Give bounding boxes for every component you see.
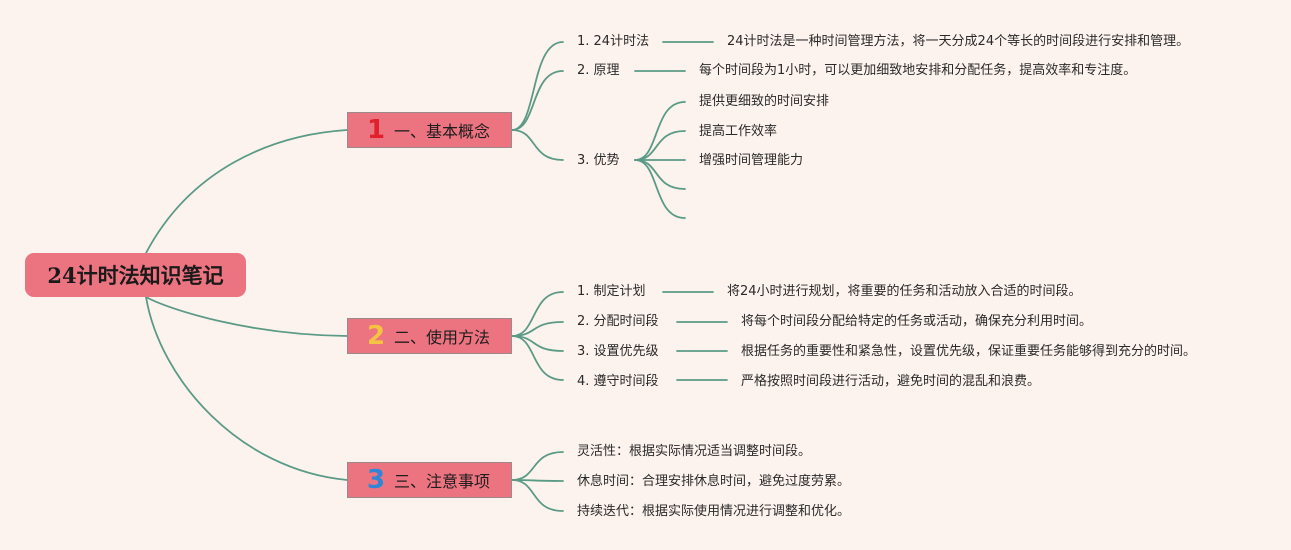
advantage-item[interactable]: 提供更细致的时间安排 xyxy=(699,94,830,109)
advantage-item[interactable]: 提高工作效率 xyxy=(699,124,778,139)
topic-set-priority[interactable]: 3. 设置优先级 xyxy=(577,344,659,359)
topic-detail: 严格按照时间段进行活动，避免时间的混乱和浪费。 xyxy=(741,374,1041,389)
number-2-icon: 2 xyxy=(366,321,386,351)
branch-link xyxy=(511,451,564,481)
branch-link xyxy=(511,70,564,131)
branch-usage-methods[interactable]: 2 二、使用方法 xyxy=(347,318,512,354)
branch-link xyxy=(511,335,564,381)
root-link-1 xyxy=(145,129,348,254)
branch-basic-concepts[interactable]: 1 一、基本概念 xyxy=(347,112,512,148)
topic-follow-time[interactable]: 4. 遵守时间段 xyxy=(577,374,659,389)
note-flexibility[interactable]: 灵活性：根据实际情况适当调整时间段。 xyxy=(577,444,812,459)
topic-detail: 每个时间段为1小时，可以更加细致地安排和分配任务，提高效率和专注度。 xyxy=(699,63,1137,78)
branch-link xyxy=(511,479,564,512)
branch-link xyxy=(511,41,564,131)
topic-make-plan[interactable]: 1. 制定计划 xyxy=(577,284,646,299)
root-node[interactable]: 24计时法知识笔记 xyxy=(25,253,246,297)
topic-detail: 根据任务的重要性和紧急性，设置优先级，保证重要任务能够得到充分的时间。 xyxy=(741,344,1197,359)
branch-label: 二、使用方法 xyxy=(394,328,491,347)
leaf-link xyxy=(634,159,686,190)
branch-notes[interactable]: 3 三、注意事项 xyxy=(347,462,512,498)
topic-detail: 将每个时间段分配给特定的任务或活动，确保充分利用时间。 xyxy=(741,314,1093,329)
branch-label: 三、注意事项 xyxy=(394,472,491,491)
note-iteration[interactable]: 持续迭代：根据实际使用情况进行调整和优化。 xyxy=(577,504,851,519)
advantage-item[interactable]: 增强时间管理能力 xyxy=(699,153,804,168)
leaf-link xyxy=(634,159,686,219)
number-3-icon: 3 xyxy=(366,465,386,495)
topic-24-hour-method[interactable]: 1. 24计时法 xyxy=(577,34,650,49)
branch-link xyxy=(511,291,564,337)
topic-principle[interactable]: 2. 原理 xyxy=(577,63,620,78)
topic-allocate-time[interactable]: 2. 分配时间段 xyxy=(577,314,659,329)
leaf-link xyxy=(634,101,686,161)
root-title: 24计时法知识笔记 xyxy=(47,263,224,288)
root-link-2 xyxy=(145,296,348,337)
leaf-link xyxy=(634,130,686,161)
branch-label: 一、基本概念 xyxy=(394,122,491,141)
note-rest-time[interactable]: 休息时间：合理安排休息时间，避免过度劳累。 xyxy=(577,474,851,489)
branch-link xyxy=(511,129,564,161)
topic-advantages[interactable]: 3. 优势 xyxy=(577,153,620,168)
topic-detail: 24计时法是一种时间管理方法，将一天分成24个等长的时间段进行安排和管理。 xyxy=(727,34,1190,49)
root-link-3 xyxy=(145,296,348,481)
topic-detail: 将24小时进行规划，将重要的任务和活动放入合适的时间段。 xyxy=(727,284,1082,299)
number-1-icon: 1 xyxy=(366,115,386,145)
